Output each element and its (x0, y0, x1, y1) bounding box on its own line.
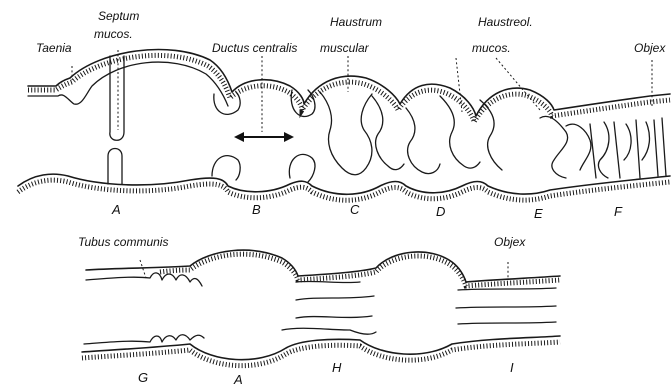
lower-colon-section (82, 250, 560, 366)
label-ductus: Ductus centralis (212, 41, 297, 55)
letter-F: F (614, 204, 623, 219)
haustreoli-mucosi (540, 116, 666, 178)
haustreol-leader-2 (496, 58, 540, 110)
label-haustreol-2: mucos. (472, 41, 511, 55)
label-taenia: Taenia (36, 41, 72, 55)
fold-C (320, 92, 372, 175)
upper-colon-section (18, 50, 670, 201)
label-haustrum-2: muscular (320, 41, 370, 55)
letter-D: D (436, 204, 445, 219)
fold-D2 (440, 96, 480, 168)
upper-muscular-layer-bottom (18, 180, 670, 200)
lower-mucosa-bottom-folds (84, 335, 204, 344)
tubus-communis-folds (86, 273, 202, 286)
fold-B-lower (212, 156, 240, 180)
letter-I: I (510, 360, 514, 375)
label-septum-2: mucos. (94, 27, 133, 41)
lower-outer-wall-bottom (82, 336, 560, 360)
label-objex-bottom: Objex (494, 235, 526, 249)
letter-A-top: A (111, 202, 121, 217)
tubus-leader (140, 260, 146, 278)
letter-G: G (138, 370, 148, 385)
lower-muscular-layer-bottom (82, 342, 560, 366)
letter-H: H (332, 360, 342, 375)
fold-B2-lower (289, 154, 315, 182)
letter-A-bottom: A (233, 372, 243, 387)
septum-A (110, 56, 124, 140)
letter-B: B (252, 202, 261, 217)
septum-A-lower (108, 149, 122, 185)
label-haustreol-1: Haustreol. (478, 15, 533, 29)
label-septum-1: Septum (98, 9, 139, 23)
letter-E: E (534, 206, 543, 221)
ductus-arrow-head-right (284, 132, 294, 142)
label-haustrum-1: Haustrum (330, 15, 382, 29)
letter-C: C (350, 202, 360, 217)
fold-H (282, 281, 376, 334)
label-objex-top: Objex (634, 41, 666, 55)
ductus-arrow-head-left (234, 132, 244, 142)
fold-D (406, 108, 440, 174)
fold-I (456, 288, 556, 324)
fold-C2 (372, 96, 404, 170)
label-tubus-communis: Tubus communis (78, 235, 168, 249)
upper-outer-wall-bottom (18, 174, 670, 194)
